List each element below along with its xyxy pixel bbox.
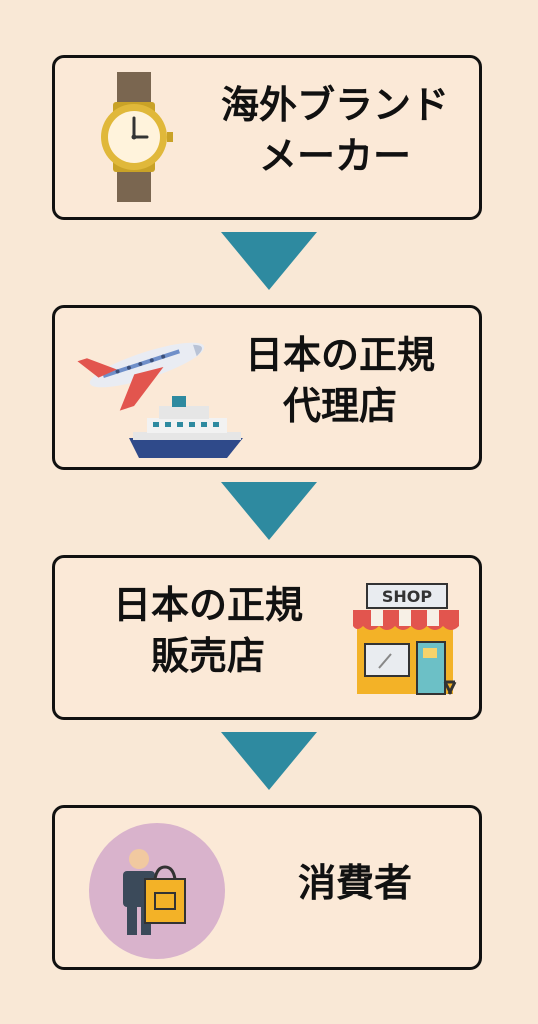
step-label-line: 海外ブランド — [220, 83, 449, 127]
watch-icon — [101, 72, 173, 202]
down-arrow — [221, 732, 317, 790]
airplane-and-ship-icon — [77, 342, 243, 458]
step-box-official-retailer: 日本の正規 販売店 SHOP — [52, 555, 482, 720]
step-box-brand-maker: 海外ブランド メーカー — [52, 55, 482, 220]
step-label-consumer: 消費者 — [297, 861, 412, 905]
step-label-official-agent: 日本の正規 代理店 — [205, 330, 475, 433]
step-label-line: メーカー — [258, 134, 411, 179]
step-box-official-agent: 日本の正規 代理店 — [52, 305, 482, 470]
shop-sign-text: SHOP — [382, 587, 433, 606]
consumer-with-bag-icon — [89, 823, 225, 959]
step-label-line: 日本の正規 — [244, 333, 435, 377]
step-label-line: 代理店 — [282, 384, 397, 429]
step-label-line: 日本の正規 — [112, 583, 303, 627]
step-label-line: 販売店 — [150, 634, 265, 679]
step-label-official-retailer: 日本の正規 販売店 — [73, 580, 343, 683]
down-arrow — [221, 482, 317, 540]
step-label-brand-maker: 海外ブランド メーカー — [200, 80, 470, 183]
down-arrow — [221, 232, 317, 290]
shop-icon: SHOP — [353, 583, 459, 695]
step-box-consumer: 消費者 — [52, 805, 482, 970]
